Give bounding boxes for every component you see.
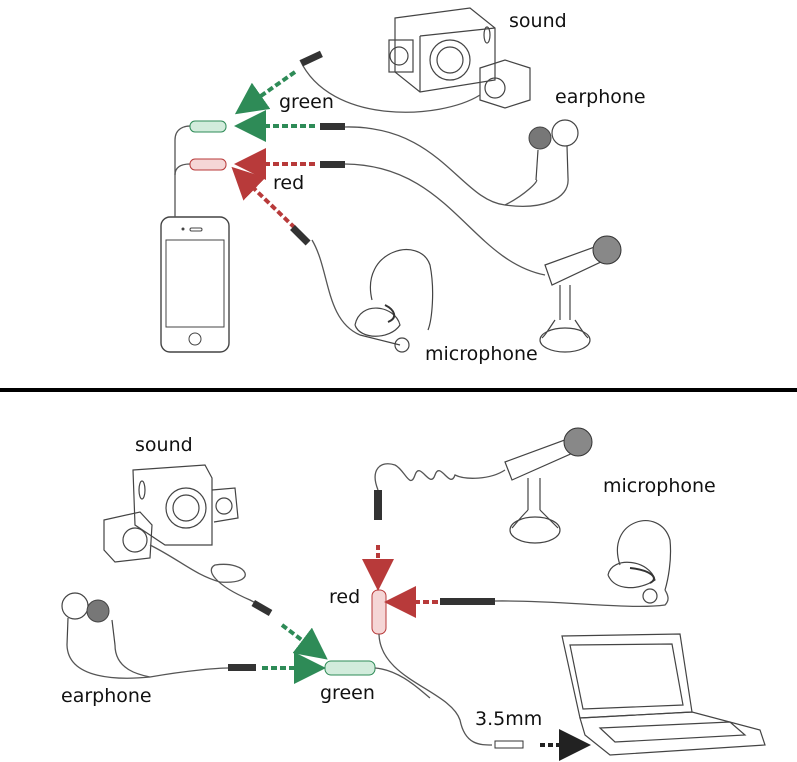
label-earphone: earphone xyxy=(555,86,646,108)
speaker-cable xyxy=(149,544,266,609)
label-red: red xyxy=(273,172,305,194)
jack-plug xyxy=(320,123,345,130)
label-microphone: microphone xyxy=(603,475,716,497)
speaker-set-icon xyxy=(103,464,239,563)
label-green: green xyxy=(279,91,334,113)
label-sound: sound xyxy=(135,434,193,456)
label-green: green xyxy=(320,682,375,704)
headset-cable xyxy=(311,239,361,336)
panel-divider xyxy=(0,388,797,392)
stand-microphone-icon xyxy=(539,235,622,353)
green-jack-socket xyxy=(189,120,227,133)
jack-plug xyxy=(251,600,273,617)
jack-plug xyxy=(320,161,345,168)
splitter-cable xyxy=(174,163,191,176)
jack-plug xyxy=(440,598,495,605)
laptop-icon xyxy=(561,633,766,756)
red-jack-socket xyxy=(189,158,227,171)
smartphone-icon xyxy=(160,216,230,353)
earphone-cable-branch xyxy=(114,644,151,678)
label-plug-size: 3.5mm xyxy=(475,708,543,730)
speaker-cable xyxy=(299,59,481,113)
splitter-cable xyxy=(378,633,493,746)
splitter-cable xyxy=(174,125,191,217)
red-jack-socket xyxy=(371,589,387,635)
earphone-cable xyxy=(344,126,569,207)
microphone-cable xyxy=(344,163,546,276)
green-jack-socket xyxy=(324,660,376,676)
headset-microphone-icon xyxy=(607,520,672,604)
jack-plug xyxy=(228,664,256,671)
green-arrow-sound xyxy=(234,70,297,115)
jack-plug-3-5mm xyxy=(494,740,524,749)
label-red: red xyxy=(329,586,361,608)
headset-microphone-icon xyxy=(354,249,434,353)
stand-microphone-icon xyxy=(504,427,593,544)
green-arrow-sound xyxy=(280,623,328,660)
label-microphone: microphone xyxy=(425,343,538,365)
jack-plug xyxy=(374,490,382,520)
red-arrow-headset xyxy=(231,166,297,230)
label-earphone: earphone xyxy=(61,685,152,707)
earphone-cable-branch xyxy=(504,179,538,206)
earphone-cable xyxy=(66,644,229,679)
jack-plug xyxy=(300,50,323,67)
jack-plug xyxy=(290,225,311,246)
headset-cable xyxy=(494,589,669,608)
label-sound: sound xyxy=(509,10,567,32)
coiled-microphone-cable xyxy=(374,463,506,491)
speaker-set-icon xyxy=(388,7,531,109)
earphone-icon xyxy=(61,592,116,646)
splitter-cable xyxy=(374,667,431,699)
earphone-icon xyxy=(528,119,579,181)
